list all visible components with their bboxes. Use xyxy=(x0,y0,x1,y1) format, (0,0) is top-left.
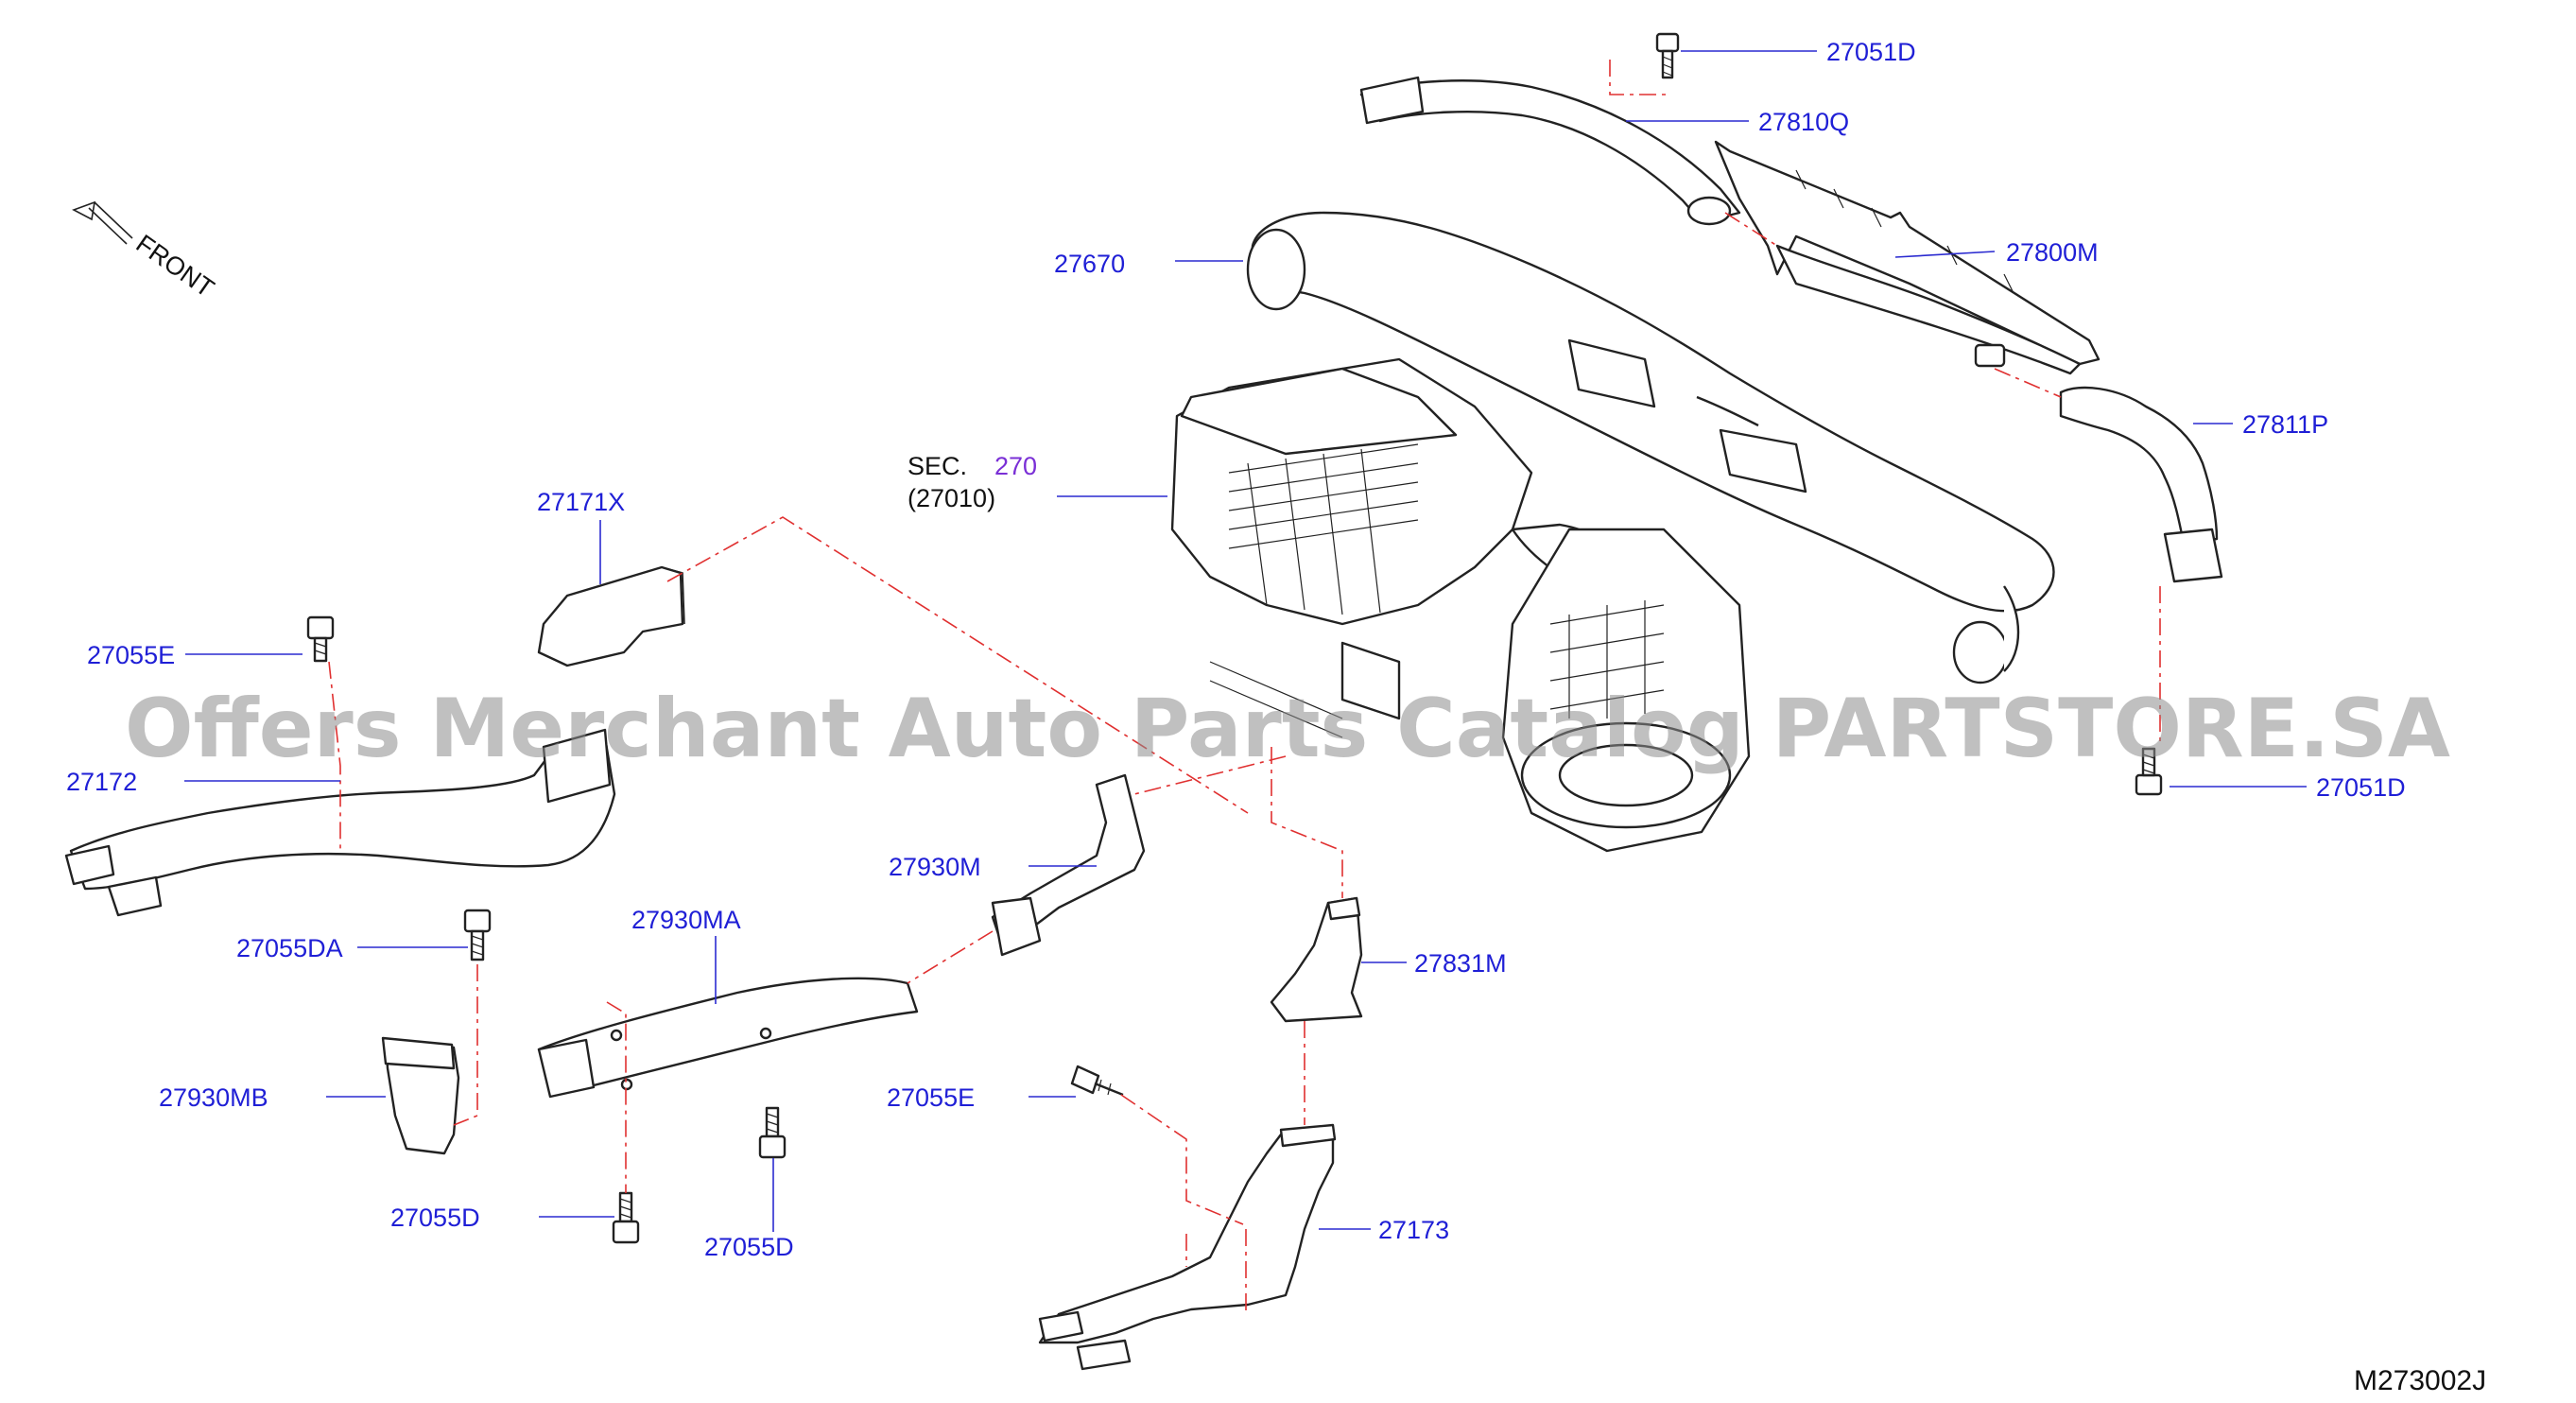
callout-27051d-top: 27051D xyxy=(1826,38,1916,66)
screw-27051d-top-icon xyxy=(1655,32,1680,79)
duct-27811p xyxy=(2059,386,2223,583)
callout-27810q: 27810Q xyxy=(1758,108,1849,136)
callout-27055d-left: 27055D xyxy=(390,1204,480,1232)
callout-27811p: 27811P xyxy=(2242,410,2328,439)
duct-27930mb xyxy=(381,1036,460,1155)
callout-27171x: 27171X xyxy=(537,488,625,516)
screw-27055d-left-icon xyxy=(612,1191,640,1244)
callout-leader-lines xyxy=(184,50,2307,1232)
callout-27055e-mid: 27055E xyxy=(887,1083,975,1112)
watermark-text: Offers Merchant Auto Parts Catalog PARTS… xyxy=(125,682,2450,776)
callout-27930mb: 27930MB xyxy=(159,1083,268,1112)
section-number: 270 xyxy=(994,452,1037,480)
callout-27173: 27173 xyxy=(1378,1216,1449,1244)
callout-27831m: 27831M xyxy=(1414,949,1507,978)
callout-27930ma: 27930MA xyxy=(631,906,741,934)
duct-27930m xyxy=(991,773,1146,957)
bracket-27800m xyxy=(1714,140,2101,375)
callout-labels: 27051D 27810Q 27800M 27670 27811P 27171X… xyxy=(66,38,2406,1261)
screw-27055d-right-icon xyxy=(758,1106,787,1159)
section-reference: SEC. 270 (27010) xyxy=(908,452,1037,512)
screw-27055da-icon xyxy=(463,909,492,961)
callout-27055e-left: 27055E xyxy=(87,641,175,669)
callout-27055da: 27055DA xyxy=(236,934,343,962)
duct-27810q xyxy=(1359,76,1741,226)
screw-27055e-mid-icon xyxy=(1070,1065,1124,1097)
callout-27055d-right: 27055D xyxy=(704,1233,794,1261)
callout-27930m: 27930M xyxy=(889,853,981,881)
callout-27800m: 27800M xyxy=(2006,238,2099,267)
callout-27051d-right: 27051D xyxy=(2316,773,2406,802)
duct-27831m xyxy=(1270,896,1363,1023)
front-arrow-icon xyxy=(72,200,133,245)
duct-27930ma xyxy=(537,977,919,1099)
assembly-link-lines xyxy=(328,60,2161,1314)
hvac-unit-assembly xyxy=(1170,357,1751,853)
front-label: FRONT xyxy=(131,229,219,303)
duct-27172 xyxy=(64,728,616,917)
callout-27670: 27670 xyxy=(1054,250,1125,278)
section-subref: (27010) xyxy=(908,484,995,512)
screw-27051d-right-icon xyxy=(2135,747,2163,796)
duct-27670 xyxy=(1246,211,2055,684)
section-prefix: SEC. xyxy=(908,452,967,480)
drawing-code: M273002J xyxy=(2354,1365,2486,1396)
callout-27172: 27172 xyxy=(66,768,137,796)
duct-27171x xyxy=(537,565,685,667)
screw-27055e-left-icon xyxy=(306,615,335,663)
duct-27173 xyxy=(1038,1123,1337,1371)
